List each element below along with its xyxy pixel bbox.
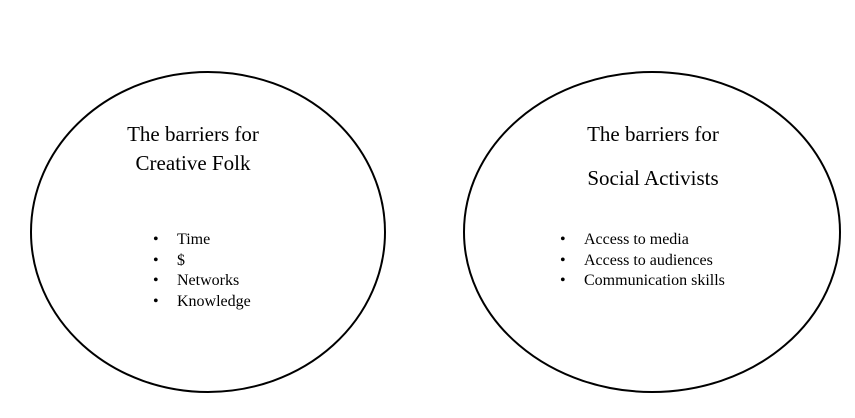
- list-item: Time: [153, 230, 251, 251]
- list-item: $: [153, 251, 251, 272]
- creative-folk-barriers-list: Time $ Networks Knowledge: [153, 230, 251, 313]
- list-item: Access to media: [560, 230, 725, 251]
- creative-folk-title-line1: The barriers for: [127, 122, 259, 146]
- creative-folk-title-line2: Creative Folk: [135, 151, 251, 175]
- social-activists-barriers-list: Access to media Access to audiences Comm…: [560, 230, 725, 292]
- social-activists-title-line2: Social Activists: [587, 166, 719, 190]
- list-item: Access to audiences: [560, 251, 725, 272]
- list-item: Networks: [153, 271, 251, 292]
- social-activists-circle: [463, 71, 841, 393]
- list-item: Knowledge: [153, 292, 251, 313]
- list-item: Communication skills: [560, 271, 725, 292]
- creative-folk-circle: [30, 71, 386, 393]
- social-activists-title-line1: The barriers for: [587, 122, 719, 146]
